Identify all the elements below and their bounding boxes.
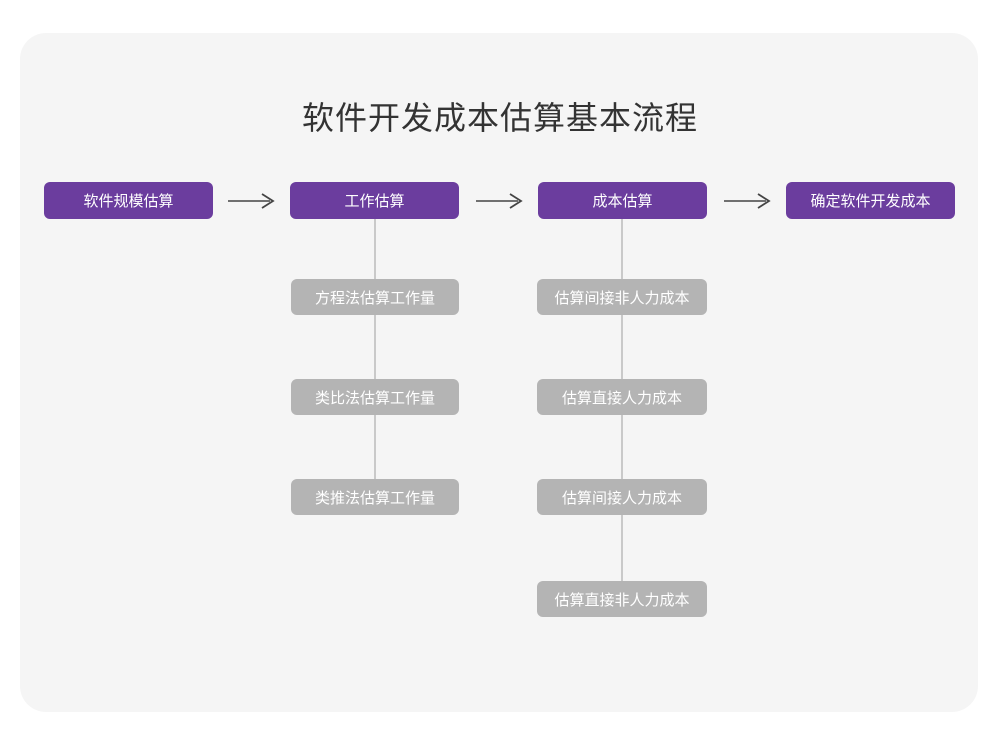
arrow-right-icon [724,191,772,211]
branch-node-label: 类比法估算工作量 [314,389,435,407]
branch-node-analogous-inference-method[interactable]: 类推法估算工作量 [291,479,459,515]
step-node-software-scale-estimation[interactable]: 软件规模估算 [44,182,213,219]
content-card [20,33,978,712]
branch-node-label: 估算直接非人力成本 [554,591,690,609]
step-node-label: 确定软件开发成本 [810,193,931,210]
step-node-determine-development-cost[interactable]: 确定软件开发成本 [786,182,955,219]
branch-node-indirect-nonlabor-cost[interactable]: 估算间接非人力成本 [537,279,707,315]
arrow-right-icon [228,191,276,211]
branch-node-equation-method[interactable]: 方程法估算工作量 [291,279,459,315]
branch-node-label: 估算直接人力成本 [561,389,682,407]
branch-node-direct-nonlabor-cost[interactable]: 估算直接非人力成本 [537,581,707,617]
branch-connector-work-estimation [374,219,376,481]
step-node-cost-estimation[interactable]: 成本估算 [538,182,707,219]
branch-node-label: 类推法估算工作量 [314,489,435,507]
branch-node-indirect-labor-cost[interactable]: 估算间接人力成本 [537,479,707,515]
branch-node-analogy-method[interactable]: 类比法估算工作量 [291,379,459,415]
arrow-right-icon [476,191,524,211]
branch-node-direct-labor-cost[interactable]: 估算直接人力成本 [537,379,707,415]
step-node-label: 软件规模估算 [83,193,174,210]
step-node-label: 工作估算 [344,193,405,210]
page-title: 软件开发成本估算基本流程 [301,100,698,136]
branch-node-label: 估算间接人力成本 [561,489,682,507]
branch-node-label: 方程法估算工作量 [314,289,435,307]
step-node-work-estimation[interactable]: 工作估算 [290,182,459,219]
step-node-label: 成本估算 [592,193,653,210]
branch-node-label: 估算间接非人力成本 [554,289,690,307]
